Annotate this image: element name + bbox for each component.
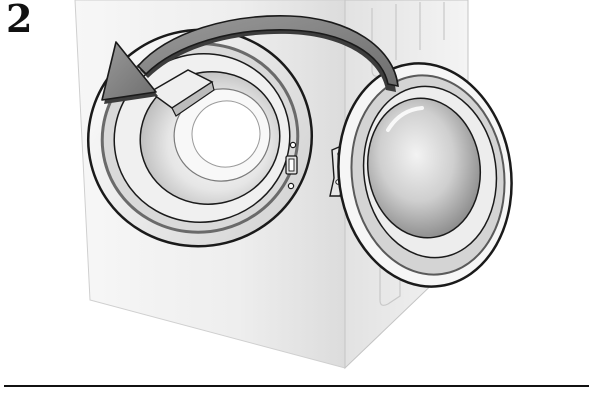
washing-machine-illustration: [0, 0, 593, 380]
bottom-divider: [4, 385, 589, 387]
